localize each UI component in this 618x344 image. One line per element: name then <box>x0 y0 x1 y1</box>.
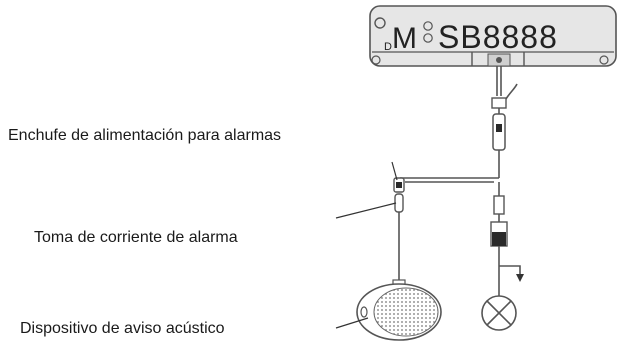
leader-lines <box>335 161 398 329</box>
label-acoustic-device: Dispositivo de aviso acústico <box>20 320 225 337</box>
alarm-socket-icon <box>394 193 404 213</box>
connector-sleeve-icon <box>493 195 505 215</box>
main-cable <box>491 66 518 178</box>
branch-wire <box>400 177 499 183</box>
label-alarm-socket: Toma de corriente de alarma <box>34 229 238 246</box>
lamp-branch <box>481 182 524 331</box>
cable-connector-icon <box>491 97 507 109</box>
indicator-dot-icon <box>423 21 433 31</box>
display-mode-letter: M <box>392 22 417 55</box>
indicator-dot-icon <box>423 33 433 43</box>
mount-hole-icon <box>599 55 609 65</box>
acoustic-device <box>356 279 442 341</box>
indicator-circle-icon <box>374 17 386 29</box>
label-power-plug: Enchufe de alimentación para alarmas <box>8 127 282 144</box>
alarm-panel: D M SB8888 <box>369 5 617 67</box>
display-code: SB8888 <box>438 19 558 55</box>
display-prefix: D <box>384 41 392 53</box>
alarm-plug-assembly <box>393 177 405 282</box>
cable-port-icon <box>496 57 502 63</box>
mount-hole-icon <box>371 55 381 65</box>
ground-arrow-icon <box>516 274 524 282</box>
